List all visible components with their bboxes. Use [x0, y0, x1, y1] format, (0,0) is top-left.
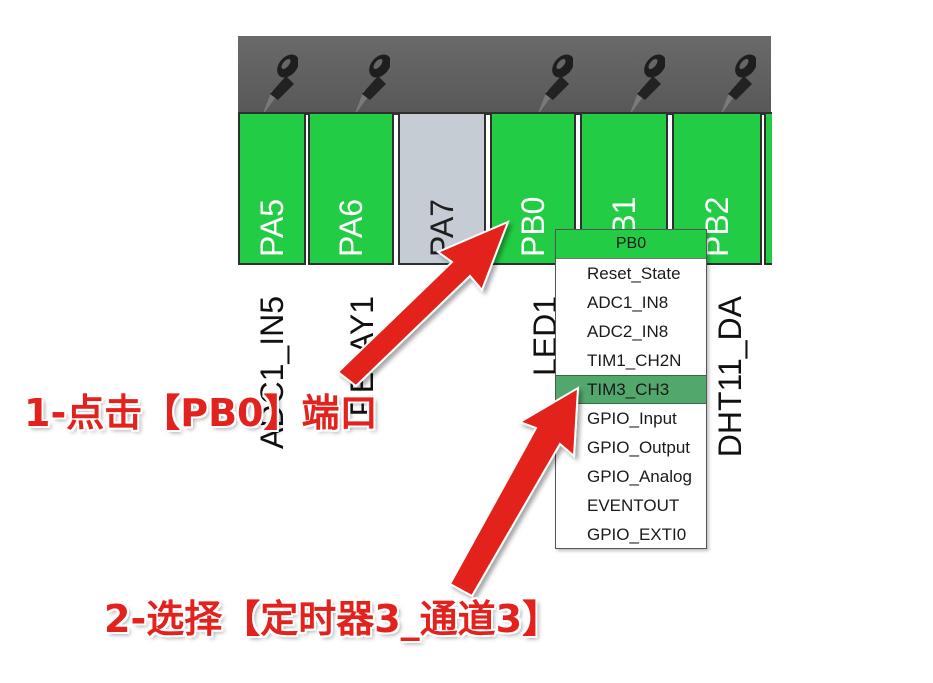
menu-item-tim3-ch3[interactable]: TIM3_CH3: [556, 375, 706, 404]
menu-title: PB0: [556, 230, 706, 259]
pin-pa7[interactable]: PA7: [398, 112, 486, 265]
menu-item-gpio-input[interactable]: GPIO_Input: [587, 409, 677, 428]
pushpin-icon: [262, 54, 298, 116]
pin-pa5[interactable]: PA5: [238, 112, 306, 265]
menu-item-gpio-exti0[interactable]: GPIO_EXTI0: [587, 525, 687, 544]
pushpin-icon: [629, 54, 665, 116]
pin-label: PA5: [254, 198, 290, 257]
menu-item-eventout[interactable]: EVENTOUT: [587, 496, 680, 515]
menu-item-gpio-output[interactable]: GPIO_Output: [587, 438, 690, 457]
menu-item-adc1-in8[interactable]: ADC1_IN8: [587, 293, 669, 312]
annotation-step-1: 1-点击【PB0】端口: [24, 391, 378, 435]
chip-body-edge: [238, 36, 771, 115]
pushpin-icon: [354, 54, 390, 116]
pin-label: PA7: [424, 198, 460, 257]
menu-item-reset-state[interactable]: Reset_State: [587, 264, 681, 283]
annotation-step-2: 2-选择【定时器3_通道3】: [104, 597, 561, 641]
menu-item-adc2-in8[interactable]: ADC2_IN8: [587, 322, 669, 341]
pushpin-icon: [537, 54, 573, 116]
pin-function-menu: PB0 Reset_State ADC1_IN8 ADC2_IN8 TIM1_C…: [555, 229, 707, 549]
signal-label-pb2: DHT11_DA: [712, 296, 748, 458]
pin-pa6[interactable]: PA6: [308, 112, 394, 265]
pin-pb2[interactable]: PB2: [672, 112, 762, 265]
pin-label: PA6: [333, 198, 369, 257]
pin-next-partial[interactable]: [764, 112, 772, 265]
pin-label: PB0: [515, 196, 551, 257]
menu-item-gpio-analog[interactable]: GPIO_Analog: [587, 467, 692, 486]
menu-list: Reset_State ADC1_IN8 ADC2_IN8 TIM1_CH2N …: [556, 259, 706, 549]
pushpin-icon: [720, 54, 756, 116]
menu-item-tim1-ch2n[interactable]: TIM1_CH2N: [587, 351, 682, 370]
